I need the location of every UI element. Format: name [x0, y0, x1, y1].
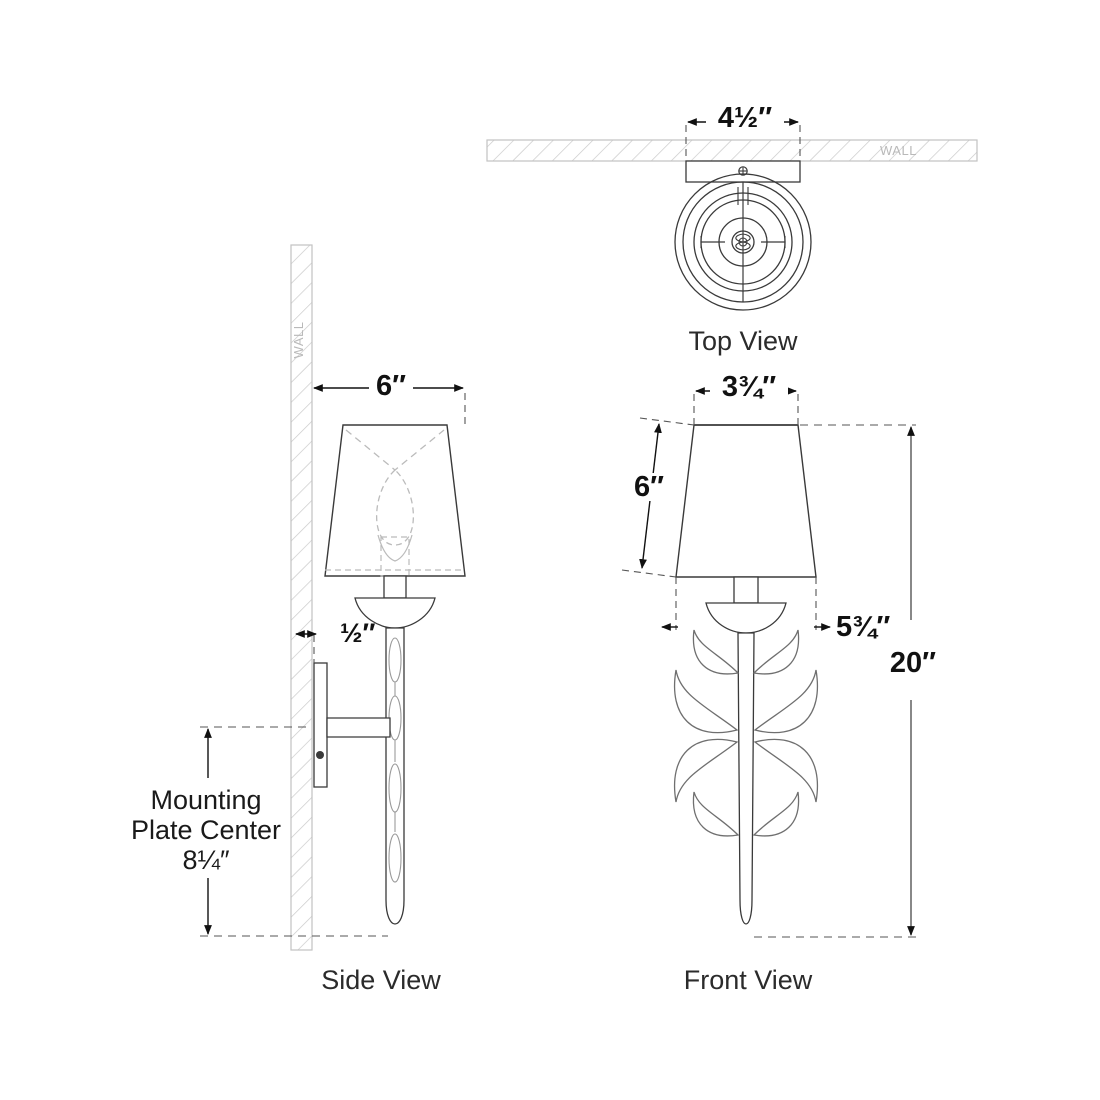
- top-rosette: [674, 173, 812, 311]
- side-mounting-plate: [313, 662, 391, 788]
- front-leaf-1-right: [752, 629, 800, 675]
- dim-ext-slant-bottom: [621, 569, 677, 578]
- top-view-title: Top View: [688, 326, 798, 356]
- dim-ext-slant-top: [639, 417, 695, 426]
- side-stem-body: [385, 627, 405, 925]
- dim-shade-top: 3¾″: [693, 371, 799, 425]
- dim-wall-gap: ½″: [295, 618, 376, 663]
- front-neck: [733, 576, 759, 604]
- side-plate-rect: [313, 662, 328, 788]
- front-neck-bobeche: [705, 576, 787, 634]
- front-shade: [675, 424, 817, 578]
- side-neck-bobeche: [354, 575, 436, 629]
- top-leaf-lower: [735, 241, 751, 251]
- front-leaf-1-left: [692, 629, 740, 675]
- dim-label-backplate-width: 4½″: [718, 102, 772, 134]
- dim-side-projection: 6″: [313, 370, 466, 425]
- side-bulb-base-curve: [377, 534, 413, 562]
- front-leaf-2-left: [674, 669, 739, 734]
- dim-label-wall-gap: ½″: [340, 618, 376, 648]
- note-mounting-plate-line2: Plate Center: [131, 815, 281, 845]
- front-leaf-3-left: [674, 738, 739, 803]
- side-bulb-flame: [376, 469, 414, 546]
- dim-label-shade-bottom: 5¾″: [836, 611, 890, 643]
- front-view-group: 3¾″ 6″ 5¾″: [621, 371, 944, 995]
- dim-text-bg-shade-top: [710, 373, 788, 400]
- side-plate-screw: [316, 751, 324, 759]
- top-view-wall: WALL: [486, 139, 978, 162]
- front-view-title: Front View: [684, 965, 813, 995]
- dim-text-bg-slant: [627, 473, 671, 501]
- top-backplate-screw: [738, 166, 748, 176]
- note-mounting-plate-line1: Mounting: [150, 785, 261, 815]
- dim-label-shade-slant: 6″: [634, 471, 664, 503]
- dim-label-overall-height: 20″: [890, 647, 936, 679]
- front-stem: [737, 632, 755, 925]
- side-view-title: Side View: [321, 965, 441, 995]
- top-backplate: [685, 160, 801, 183]
- dim-mounting-plate-center: Mounting Plate Center 8¼″: [131, 726, 388, 937]
- dim-shade-bottom: 5¾″: [661, 577, 890, 643]
- dim-backplate-width: 4½″: [685, 102, 801, 158]
- front-leaf-4-left: [692, 791, 740, 837]
- dim-text-bg-projection: [369, 372, 413, 400]
- top-view-group: WALL: [486, 102, 978, 356]
- side-shade-outline: [324, 424, 466, 577]
- dim-text-bg-backplate: [706, 104, 784, 130]
- dim-label-side-projection: 6″: [376, 370, 406, 402]
- front-leaf-3-right: [753, 738, 818, 803]
- front-leaf-4-right: [752, 791, 800, 837]
- side-shade: [324, 424, 466, 577]
- front-leaf-2-right: [753, 669, 818, 734]
- side-neck: [383, 575, 407, 599]
- top-circle-outer: [674, 173, 812, 311]
- side-view-group: WALL: [131, 244, 466, 995]
- side-stem: [385, 627, 405, 925]
- side-view-wall: WALL: [290, 244, 313, 951]
- dim-overall-height: 20″: [754, 424, 944, 938]
- side-support-arm: [326, 717, 391, 738]
- side-wall-label: WALL: [291, 322, 306, 359]
- front-bobeche: [705, 602, 787, 634]
- front-stem-body: [737, 632, 755, 925]
- note-mounting-plate-value: 8¼″: [182, 845, 230, 875]
- top-wall-label: WALL: [880, 143, 917, 158]
- dim-label-shade-top: 3¾″: [722, 371, 776, 403]
- dim-shade-slant: 6″: [621, 417, 695, 578]
- dim-text-bg-overall: [882, 645, 944, 677]
- side-leaf-edge-4: [388, 833, 402, 883]
- front-shade-outline: [675, 424, 817, 578]
- front-leaves: [674, 629, 818, 837]
- side-wall-hatch: [290, 244, 313, 951]
